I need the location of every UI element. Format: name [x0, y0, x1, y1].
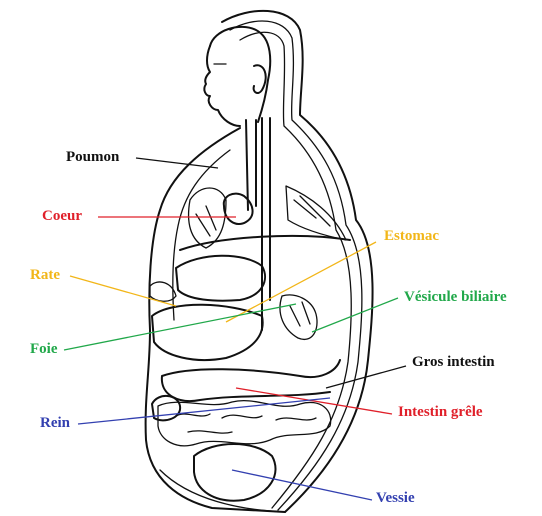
- label-rate: Rate: [30, 268, 60, 283]
- spleen: [150, 282, 176, 301]
- kidney: [152, 396, 180, 420]
- lung-left: [189, 188, 226, 248]
- stomach: [176, 256, 265, 301]
- back-layer-2: [230, 21, 362, 510]
- back-outline: [222, 11, 373, 512]
- leader-rein: [78, 398, 330, 424]
- leader-intestin-grele: [236, 388, 392, 414]
- pelvis-floor: [160, 470, 285, 512]
- esophagus: [262, 118, 270, 330]
- bladder: [194, 444, 276, 501]
- leader-rate: [70, 276, 176, 306]
- head-outline: [210, 27, 270, 122]
- chest-inner: [173, 150, 230, 320]
- gallbladder: [280, 295, 317, 339]
- leader-poumon: [136, 158, 218, 168]
- label-vesicule: Vésicule biliaire: [404, 290, 507, 305]
- label-coeur: Coeur: [42, 209, 82, 224]
- leader-vesicule: [312, 298, 398, 332]
- trachea: [246, 120, 256, 210]
- label-estomac: Estomac: [384, 229, 439, 244]
- label-vessie: Vessie: [376, 491, 415, 506]
- label-poumon: Poumon: [66, 150, 119, 165]
- label-rein: Rein: [40, 416, 70, 431]
- ear: [254, 65, 266, 93]
- back-layer-3: [240, 32, 351, 508]
- leader-estomac: [226, 242, 376, 322]
- large-intestine: [162, 360, 340, 401]
- label-intestin-grele: Intestin grêle: [398, 405, 483, 420]
- gallbladder-lobes: [290, 302, 310, 326]
- face-profile: [204, 46, 240, 126]
- label-gros-intestin: Gros intestin: [412, 355, 495, 370]
- intestine-coils: [176, 414, 316, 433]
- label-foie: Foie: [30, 342, 58, 357]
- liver: [152, 305, 263, 360]
